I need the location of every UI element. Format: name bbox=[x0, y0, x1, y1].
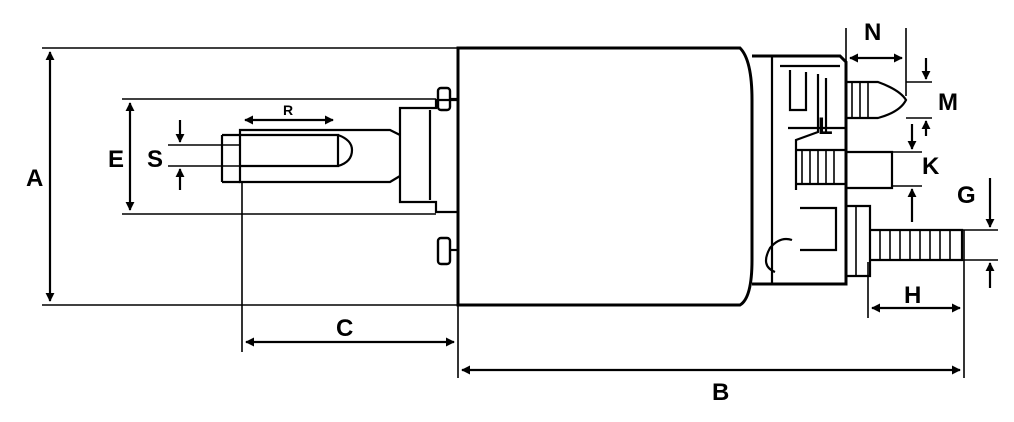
label-r: R bbox=[283, 102, 293, 118]
dimension-labels: A E S R C B L N M K G H bbox=[26, 19, 976, 406]
label-k: K bbox=[922, 153, 940, 180]
label-c: C bbox=[336, 315, 353, 342]
dimension-arrows bbox=[45, 51, 995, 375]
label-l: L bbox=[818, 113, 833, 140]
extension-lines bbox=[42, 28, 998, 378]
label-a: A bbox=[26, 165, 43, 192]
terminal-cap bbox=[752, 54, 872, 286]
terminal-m bbox=[846, 80, 908, 120]
label-n: N bbox=[864, 19, 881, 46]
solenoid-body bbox=[456, 46, 754, 307]
terminal-stud bbox=[870, 228, 964, 262]
label-g: G bbox=[957, 182, 976, 209]
label-b: B bbox=[712, 379, 729, 406]
plunger bbox=[220, 86, 458, 266]
label-m: M bbox=[938, 89, 958, 116]
label-e: E bbox=[108, 146, 124, 173]
label-s: S bbox=[147, 146, 163, 173]
label-h: H bbox=[904, 282, 921, 309]
terminal-k bbox=[796, 148, 894, 190]
